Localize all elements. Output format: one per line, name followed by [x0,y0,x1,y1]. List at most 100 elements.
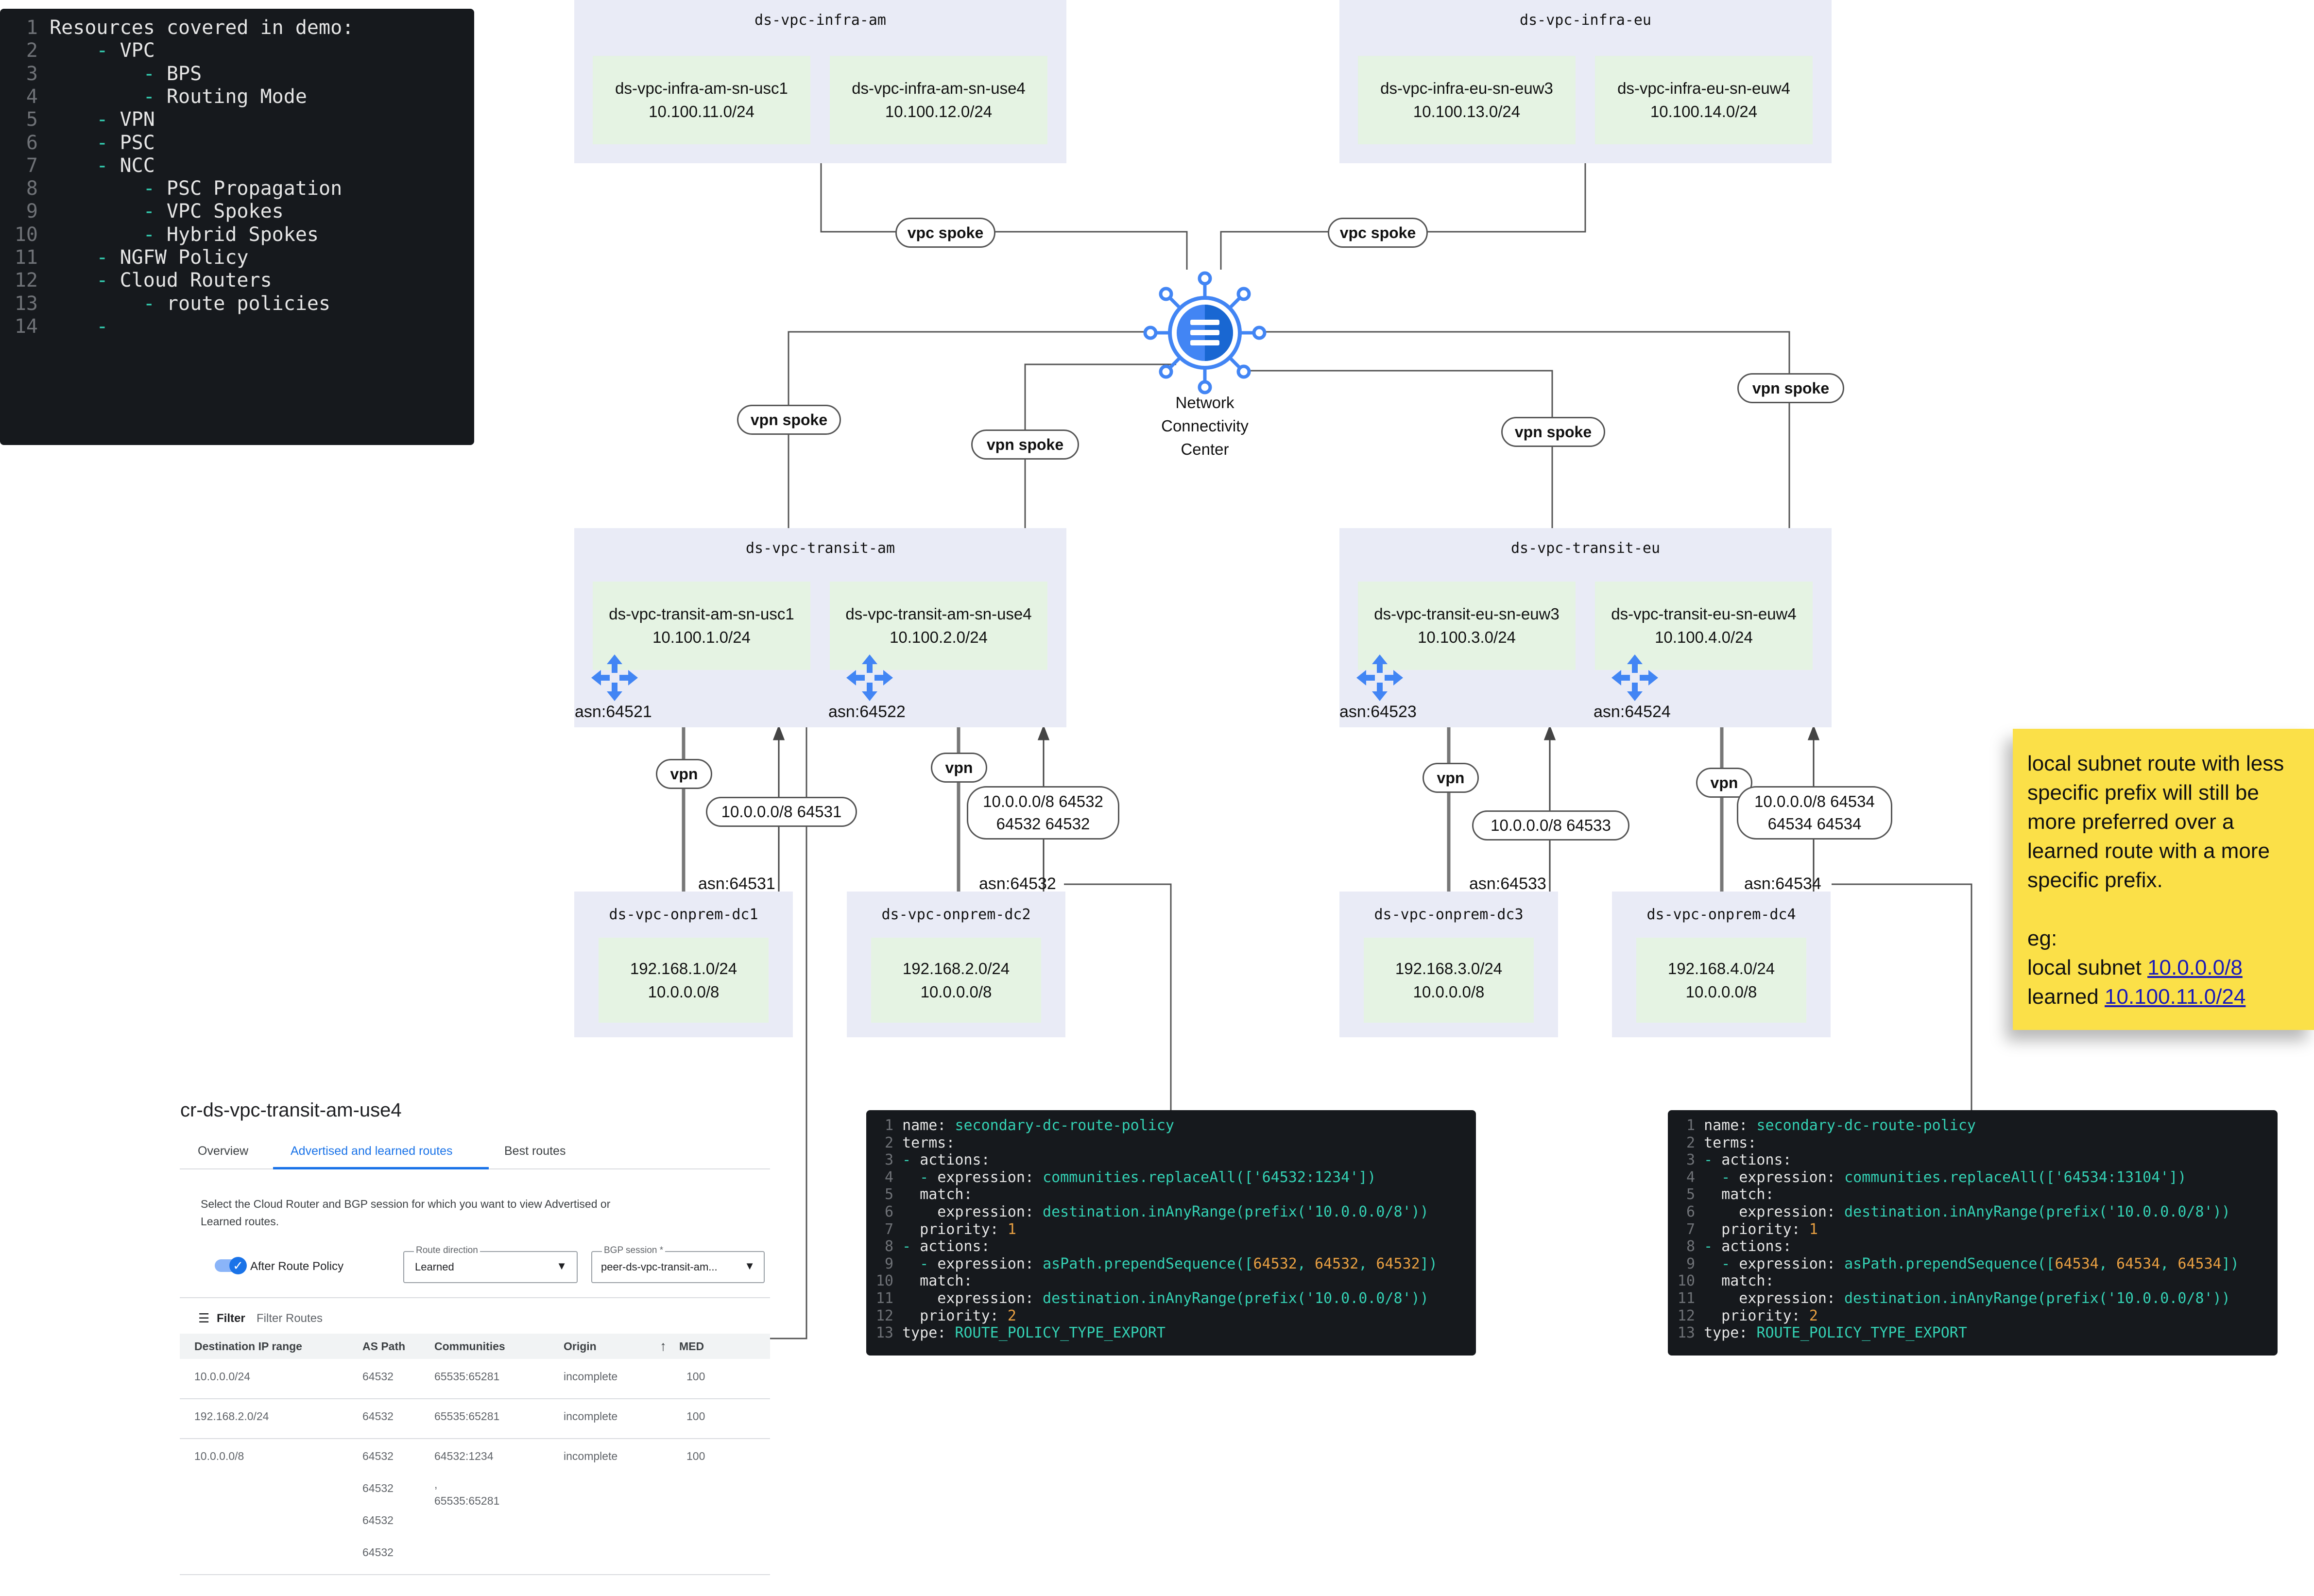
cell-aspath: 64532 [362,1482,394,1494]
cell-med: 100 [686,1370,705,1383]
cell-communities: 65535:65281 [434,1494,500,1507]
col-destination[interactable]: Destination IP range [194,1340,302,1353]
subnet-infra-am-usc1: ds-vpc-infra-am-sn-usc1 10.100.11.0/24 [593,56,810,144]
code-token: secondary-dc-route-policy [1756,1117,1976,1134]
line-number: 6 [884,1203,893,1220]
description-line: Select the Cloud Router and BGP session … [201,1198,611,1210]
line-number: 1 [1686,1117,1695,1134]
bullet-dash: - [143,292,167,315]
code-token: communities.replaceAll(['64532:1234']) [1043,1168,1376,1186]
subnet-transit-am-use4: ds-vpc-transit-am-sn-use4 10.100.2.0/24 [830,582,1047,670]
vpc-onprem-dc2: ds-vpc-onprem-dc2 192.168.2.0/24 10.0.0.… [847,892,1065,1037]
toggle-label: After Route Policy [250,1260,344,1273]
bullet-dash: - [96,246,120,269]
filter-input[interactable]: Filter Routes [257,1312,323,1325]
line-number: 5 [26,108,38,131]
tab-advertised-learned[interactable]: Advertised and learned routes [291,1144,453,1158]
code-token: terms: [1704,1134,1757,1151]
policy-line: 13 type: ROUTE_POLICY_TYPE_EXPORT [866,1324,1166,1341]
code-token: - [1704,1151,1722,1169]
code-token: ]) [2221,1255,2239,1272]
line-number: 5 [1686,1186,1695,1203]
line-number: 8 [1686,1238,1695,1255]
line-number: 2 [884,1134,893,1151]
row-divider [180,1574,770,1575]
subnet-onprem-dc3: 192.168.3.0/24 10.0.0.0/8 [1364,938,1534,1023]
policy-line: 12 priority: 2 [1668,1307,1818,1324]
bullet-dash: - [96,154,120,177]
subnet-name: ds-vpc-transit-am-sn-usc1 [609,605,794,623]
policy-line: 9 - expression: asPath.prependSequence([… [1668,1255,2239,1272]
code-token: actions: [920,1238,990,1255]
subnet-name: ds-vpc-infra-eu-sn-euw3 [1380,79,1553,97]
line-number: 9 [884,1255,893,1272]
sort-up-arrow-icon[interactable]: ↑ [660,1339,667,1354]
col-origin[interactable]: Origin [564,1340,597,1353]
subnet-cidr: 192.168.3.0/24 [1395,959,1503,978]
line-number: 3 [1686,1151,1695,1169]
bullet-dash: - [143,62,167,85]
vpn-spoke-label-eu-euw4: vpn spoke [1737,373,1844,403]
link-infra-am-ncc [820,163,1188,270]
resources-line: 8 - PSC Propagation [0,177,342,200]
col-as-path[interactable]: AS Path [362,1340,406,1353]
after-route-policy-toggle[interactable]: ✓ [215,1257,247,1274]
line-number: 1 [26,17,38,39]
sticky-note: local subnet route with less specific pr… [2013,729,2314,1030]
asn-onprem-dc2: asn:64532 [979,875,1056,893]
col-med[interactable]: MED [679,1340,704,1353]
line-number: 3 [26,62,38,85]
cell-aspath: 64532 [362,1450,394,1462]
code-token: ROUTE_POLICY_TYPE_EXPORT [1756,1324,1967,1342]
vpc-title: ds-vpc-onprem-dc4 [1646,906,1796,923]
bgp-session-select[interactable]: BGP session * peer-ds-vpc-transit-am... … [591,1245,765,1283]
line-number: 6 [1686,1203,1695,1220]
code-token: 64534 [2055,1255,2099,1272]
resources-line: 1 Resources covered in demo: [0,17,354,39]
line-number: 7 [26,154,38,177]
tab-overview[interactable]: Overview [198,1144,249,1158]
route-direction-select[interactable]: Route direction Learned ▼ [403,1245,578,1283]
code-token: match: [1704,1186,1774,1203]
subnet-cidr: 10.0.0.0/8 [920,982,992,1001]
code-token: - [902,1151,920,1169]
vpc-title: ds-vpc-transit-eu [1510,540,1661,557]
cell-communities: 64532:1234 [434,1450,494,1462]
vpc-title: ds-vpc-infra-am [754,12,886,29]
code-token: - [902,1255,938,1272]
cell-communities: 65535:65281 [434,1370,500,1383]
code-token: 64532 [1314,1255,1359,1272]
subnet-cidr: 10.0.0.0/8 [1685,982,1757,1001]
code-token: communities.replaceAll(['64534:13104']) [1844,1168,2187,1186]
asn-transit-eu-euw3: asn:64523 [1339,703,1417,721]
line-number: 13 [14,292,38,315]
asn-transit-am-use4: asn:64522 [828,703,906,721]
col-communities[interactable]: Communities [434,1340,505,1353]
line-number: 13 [1677,1324,1695,1342]
code-token: destination.inAnyRange(prefix('10.0.0.0/… [1844,1203,2230,1220]
code-token: priority: [1704,1307,1809,1324]
row-divider [180,1398,770,1399]
line-number: 10 [1677,1272,1695,1290]
vpc-title: ds-vpc-onprem-dc2 [881,906,1031,923]
sticky-learned-link[interactable]: 10.100.11.0/24 [2105,985,2246,1009]
tab-best-routes[interactable]: Best routes [504,1144,566,1158]
sticky-local-link[interactable]: 10.0.0.0/8 [2147,956,2243,979]
router-title: cr-ds-vpc-transit-am-use4 [180,1099,402,1121]
code-token: , [2160,1255,2178,1272]
code-token: 2 [1007,1307,1016,1324]
policy-line: 5 match: [866,1186,973,1203]
line-number: 14 [14,315,38,338]
resources-line: 14 - [0,315,108,338]
subnet-cidr: 192.168.2.0/24 [902,959,1010,978]
policy-line: 2 terms: [1668,1134,1757,1151]
code-token: expression: [937,1255,1043,1272]
filter-icon[interactable]: ☰ [198,1311,210,1325]
policy-line: 13 type: ROUTE_POLICY_TYPE_EXPORT [1668,1324,1967,1341]
line-number: 6 [26,131,38,154]
cell-aspath: 64532 [362,1546,394,1559]
cell-dest: 10.0.0.0/8 [194,1450,244,1462]
code-token: expression: [1704,1203,1845,1220]
bullet-dash: - [143,177,167,200]
